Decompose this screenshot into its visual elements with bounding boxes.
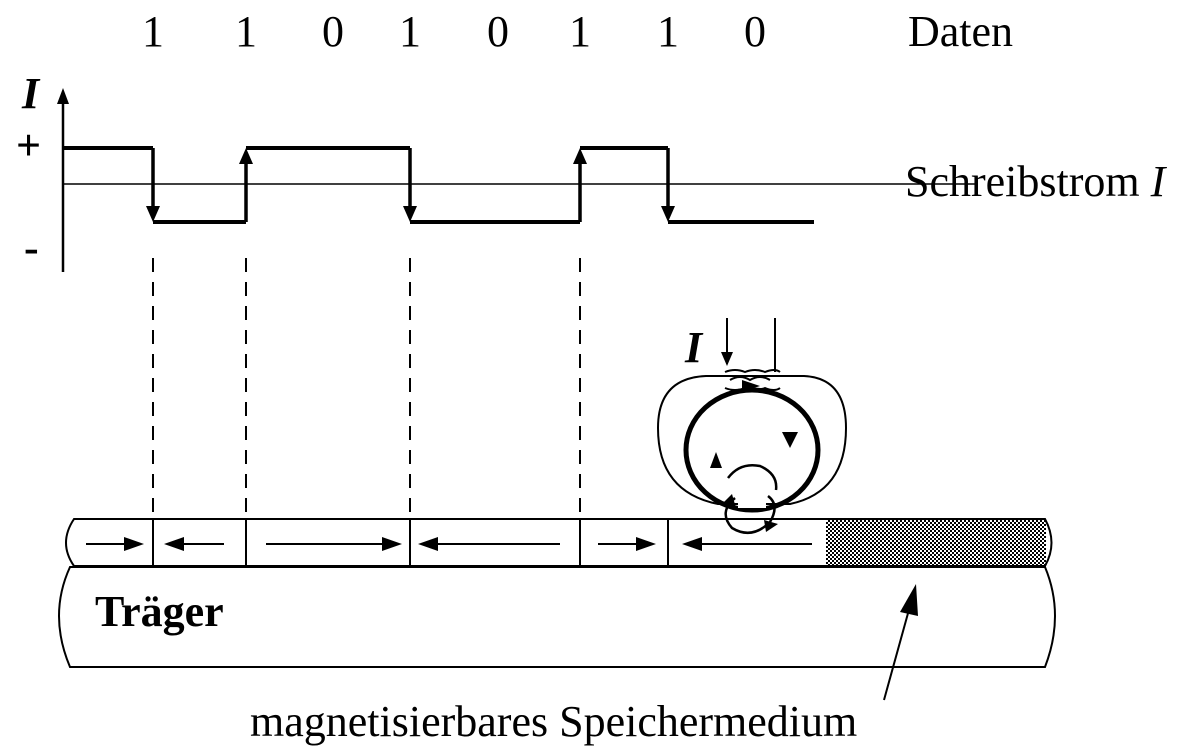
head-outer-outline: [656, 375, 848, 505]
storage-medium-label: magnetisierbares Speichermedium: [250, 697, 857, 746]
fringe-field-loop: [724, 495, 776, 535]
flux-arrow-up-icon: [710, 452, 722, 468]
fringe-arrow-icon: [722, 494, 736, 508]
axis-plus-label: +: [16, 121, 41, 170]
head-current-label: I: [684, 323, 704, 372]
storage-strip: [65, 518, 1053, 567]
carrier: Träger: [58, 566, 1056, 668]
arrow-up-icon: [239, 148, 253, 164]
unwritten-medium: [826, 520, 1046, 566]
pointer-line: [883, 605, 911, 701]
current-axis: I + -: [16, 69, 977, 272]
arrow-right-icon: [382, 537, 402, 551]
coil-windings: [724, 369, 781, 391]
arrow-down-icon: [146, 206, 160, 222]
write-head: I: [656, 318, 848, 535]
arrow-up-icon: [573, 148, 587, 164]
data-bit: 1: [235, 7, 257, 56]
carrier-label: Träger: [95, 587, 224, 636]
carrier-body: [58, 566, 1056, 668]
strip-outline: [65, 518, 1053, 567]
arrow-down-icon: [721, 352, 733, 366]
write-current-waveform: Schreibstrom I: [63, 146, 1168, 224]
arrow-right-icon: [636, 537, 656, 551]
flux-arrow-right-icon: [742, 380, 760, 392]
data-bit: 1: [569, 7, 591, 56]
arrow-down-icon: [661, 206, 675, 222]
arrow-right-icon: [124, 537, 144, 551]
data-bit: 1: [399, 7, 421, 56]
data-bit: 0: [744, 7, 766, 56]
arrow-left-icon: [418, 537, 438, 551]
waveform-line: [63, 146, 814, 224]
data-label: Daten: [908, 7, 1013, 56]
storage-medium-callout: magnetisierbares Speichermedium: [250, 584, 918, 746]
pointer-arrow-icon: [900, 584, 918, 616]
y-axis-arrow-icon: [57, 88, 69, 104]
data-bit: 1: [657, 7, 679, 56]
axis-minus-label: -: [24, 223, 39, 272]
axis-current-label: I: [21, 69, 41, 118]
fringe-arrow-icon: [764, 520, 778, 532]
data-bit: 0: [322, 7, 344, 56]
write-current-label: Schreibstrom I: [905, 157, 1168, 206]
arrow-left-icon: [682, 537, 702, 551]
head-gap: [738, 494, 766, 508]
head-core: [683, 387, 821, 513]
transition-projections: [152, 258, 581, 520]
data-bit: 0: [487, 7, 509, 56]
data-bits-row: 1 1 0 1 0 1 1 0 Daten: [142, 7, 1013, 56]
fringe-field-arc: [727, 464, 778, 491]
arrow-down-icon: [403, 206, 417, 222]
flux-arrow-down-icon: [782, 432, 798, 448]
arrow-left-icon: [164, 537, 184, 551]
data-bit: 1: [142, 7, 164, 56]
